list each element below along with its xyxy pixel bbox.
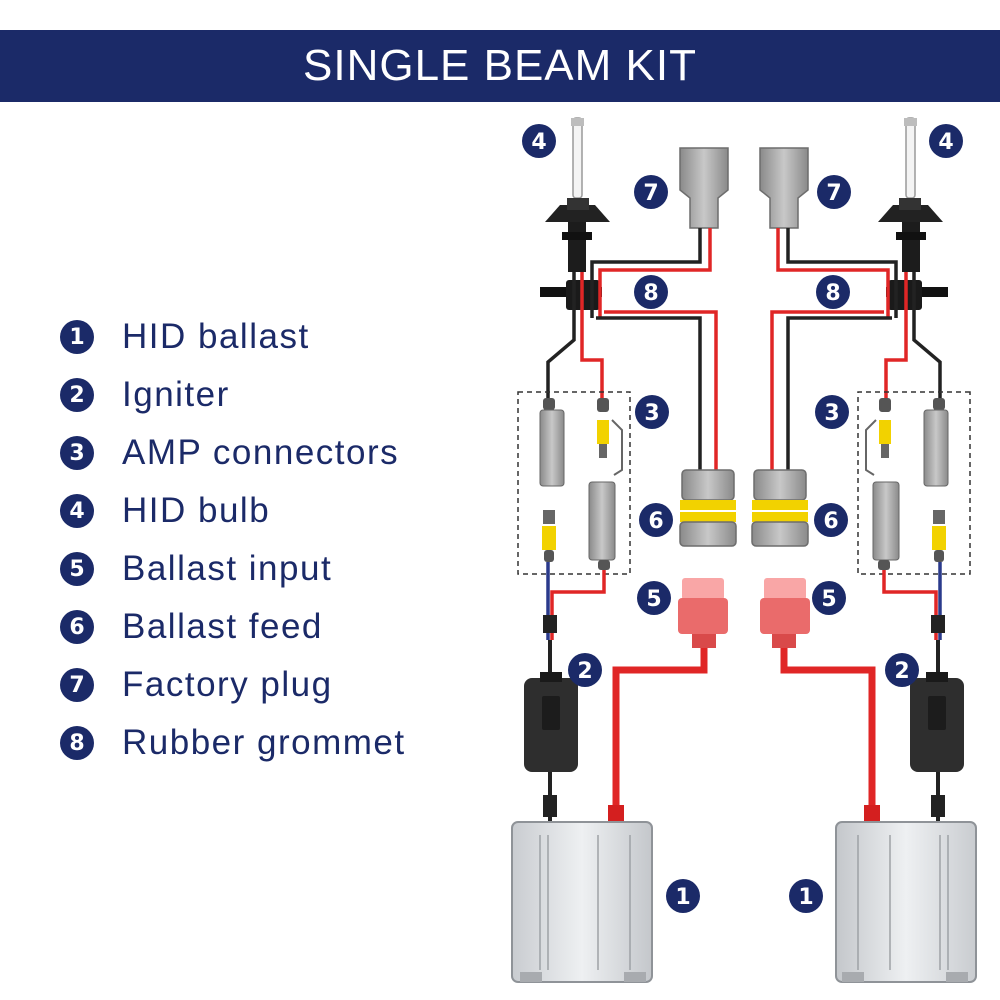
left-kit [512, 118, 736, 982]
legend-number-badge: 3 [60, 436, 94, 470]
legend-number-badge: 2 [60, 378, 94, 412]
legend-label: HID ballast [122, 317, 310, 356]
legend-label: Igniter [122, 375, 230, 414]
svg-text:8: 8 [643, 281, 658, 306]
callout-2-left: 2 [568, 653, 602, 687]
callout-7-right: 7 [817, 175, 851, 209]
legend-item-8: 8 Rubber grommet [60, 714, 406, 772]
svg-text:8: 8 [825, 281, 840, 306]
legend-number-badge: 4 [60, 494, 94, 528]
callout-6-left: 6 [639, 503, 673, 537]
svg-text:6: 6 [648, 509, 663, 534]
legend-number-badge: 7 [60, 668, 94, 702]
legend-item-7: 7 Factory plug [60, 656, 406, 714]
callout-6-right: 6 [814, 503, 848, 537]
callout-3-right: 3 [815, 395, 849, 429]
legend-label: Ballast feed [122, 607, 323, 646]
legend-number-badge: 8 [60, 726, 94, 760]
callout-1-left: 1 [666, 879, 700, 913]
svg-text:3: 3 [644, 401, 659, 426]
legend-label: Factory plug [122, 665, 333, 704]
svg-text:1: 1 [675, 885, 690, 910]
legend-number-badge: 6 [60, 610, 94, 644]
callout-8-left: 8 [634, 275, 668, 309]
svg-text:1: 1 [798, 885, 813, 910]
title-banner: SINGLE BEAM KIT [0, 30, 1000, 102]
callout-8-right: 8 [816, 275, 850, 309]
legend-item-5: 5 Ballast input [60, 540, 406, 598]
svg-text:5: 5 [821, 587, 836, 612]
legend-item-4: 4 HID bulb [60, 482, 406, 540]
svg-text:2: 2 [894, 659, 909, 684]
callout-2-right: 2 [885, 653, 919, 687]
legend-label: Ballast input [122, 549, 333, 588]
legend-item-2: 2 Igniter [60, 366, 406, 424]
callout-3-left: 3 [635, 395, 669, 429]
svg-text:2: 2 [577, 659, 592, 684]
svg-text:5: 5 [646, 587, 661, 612]
svg-text:4: 4 [531, 130, 546, 155]
callout-5-left: 5 [637, 581, 671, 615]
legend-number-badge: 1 [60, 320, 94, 354]
page-title: SINGLE BEAM KIT [303, 41, 697, 90]
svg-text:6: 6 [823, 509, 838, 534]
callout-4-right: 4 [929, 124, 963, 158]
legend-item-6: 6 Ballast feed [60, 598, 406, 656]
legend-label: AMP connectors [122, 433, 400, 472]
callout-4-left: 4 [522, 124, 556, 158]
svg-text:7: 7 [643, 181, 658, 206]
legend-label: Rubber grommet [122, 723, 406, 762]
callout-5-right: 5 [812, 581, 846, 615]
legend: 1 HID ballast 2 Igniter 3 AMP connectors… [60, 308, 406, 772]
legend-item-1: 1 HID ballast [60, 308, 406, 366]
svg-text:7: 7 [826, 181, 841, 206]
callout-7-left: 7 [634, 175, 668, 209]
svg-text:3: 3 [824, 401, 839, 426]
legend-item-3: 3 AMP connectors [60, 424, 406, 482]
legend-number-badge: 5 [60, 552, 94, 586]
legend-label: HID bulb [122, 491, 271, 530]
svg-text:4: 4 [938, 130, 953, 155]
callout-1-right: 1 [789, 879, 823, 913]
right-kit [752, 118, 976, 982]
